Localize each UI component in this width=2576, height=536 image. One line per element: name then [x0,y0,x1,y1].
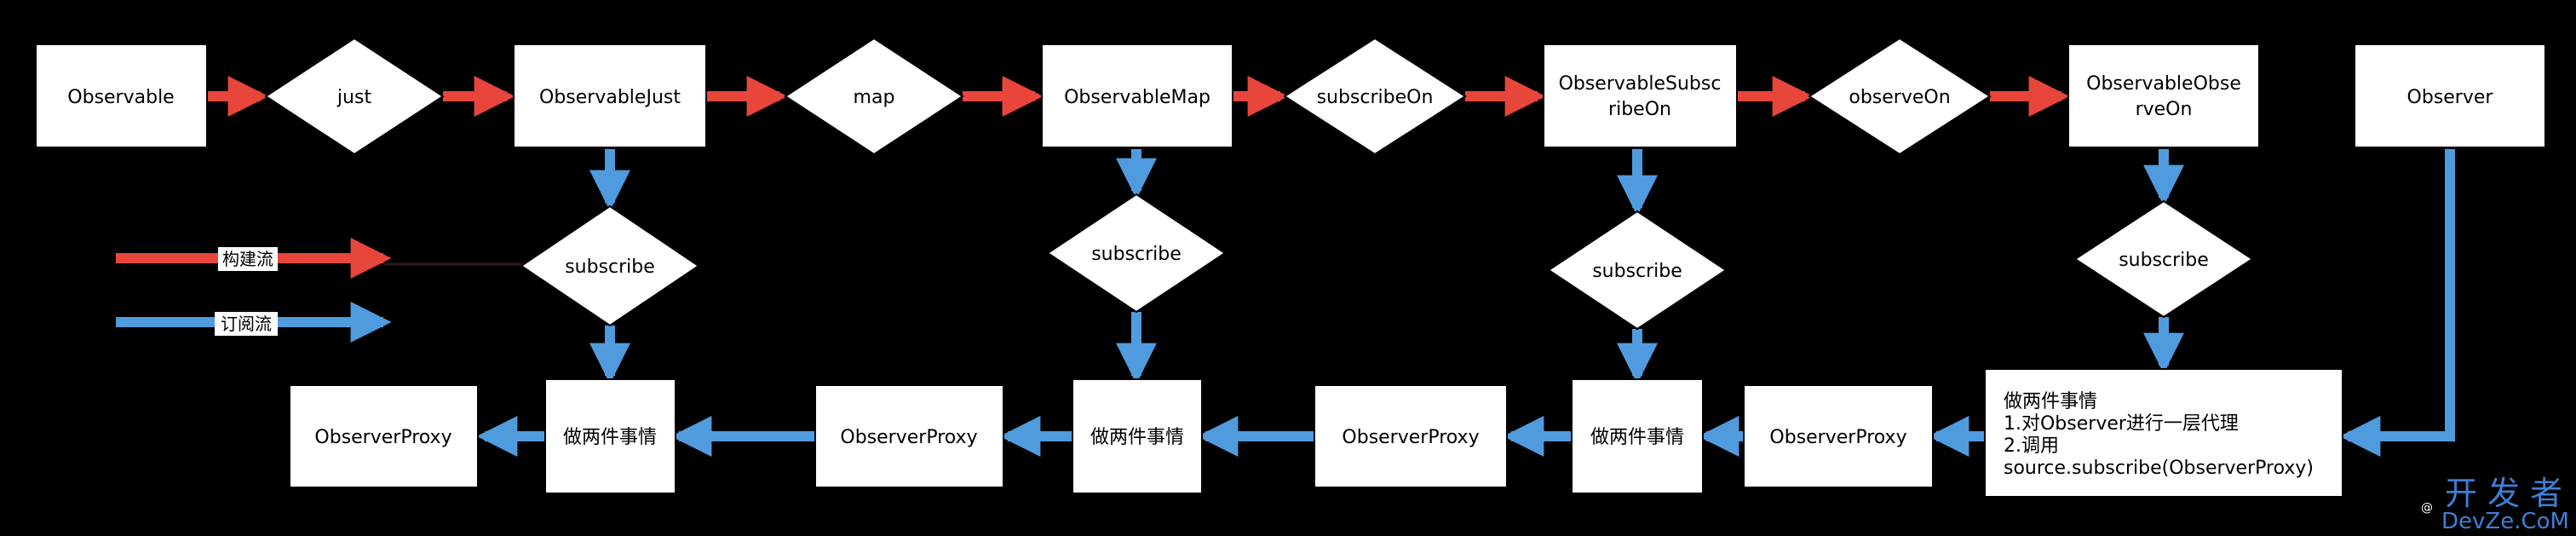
node-observerproxy-1-label: ObserverProxy [314,427,451,448]
node-observerproxy-2-label: ObserverProxy [840,427,977,448]
node-observerproxy-2: ObserverProxy [814,384,1004,488]
node-observer: Observer [2354,43,2546,148]
node-observerproxy-3-label: ObserverProxy [1342,427,1479,448]
watermark-line2: DevZe.CoM [2441,509,2569,534]
watermark: @ 开 发 者 DevZe.CoM [2418,475,2569,534]
node-subscribe-2-label: subscribe [1091,244,1182,265]
node-detail-box-line1: 做两件事情 [2004,391,2097,412]
node-subscribe-1-label: subscribe [565,256,655,278]
node-detail-box-line4: source.subscribe(ObserverProxy) [2004,458,2314,479]
node-dothings-2: 做两件事情 [1072,378,1203,494]
node-observable-label: Observable [67,87,174,108]
node-detail-box-line3: 2.调用 [2004,435,2059,457]
node-dothings-1-label: 做两件事情 [563,427,657,448]
node-subscribe-1: subscribe [520,205,700,327]
node-subscribeon-label: subscribeOn [1317,87,1434,108]
node-subscribe-3: subscribe [1547,210,1728,331]
node-observablemap: ObservableMap [1041,43,1233,148]
node-map: map [784,37,964,156]
node-observerproxy-4: ObserverProxy [1743,384,1934,488]
node-dothings-2-label: 做两件事情 [1090,427,1184,448]
node-subscribe-4-label: subscribe [2119,250,2209,271]
arrow-observer-to-detail-box [2339,149,2455,457]
node-map-label: map [854,87,895,108]
node-subscribe-2: subscribe [1046,193,1227,314]
node-observablejust: ObservableJust [513,43,707,148]
legend-build-label-bg [218,247,278,271]
node-observerproxy-1: ObserverProxy [289,384,479,488]
node-dothings-3-label: 做两件事情 [1590,427,1684,448]
watermark-line1: 开 发 者 [2445,475,2562,512]
node-subscribeon: subscribeOn [1283,37,1467,156]
node-detail-box-line2: 1.对Observer进行一层代理 [2004,413,2239,435]
node-subscribe-4: subscribe [2073,199,2254,319]
legend-build-label: 构建流 [222,249,273,269]
node-observablemap-label: ObservableMap [1064,87,1210,108]
node-observable: Observable [35,43,208,148]
legend: 构建流 订阅流 [116,238,528,343]
node-observableobserveon-label-line1: ObservableObse [2086,73,2241,95]
subscribe-flow-arrows [476,149,2455,457]
node-observeon: observeOn [1808,37,1992,156]
node-observerproxy-3: ObserverProxy [1314,384,1508,488]
node-observableobserveon: ObservableObse rveOn [2067,43,2260,148]
legend-subscribe-label-bg [215,312,278,336]
node-observablesubscribeon-label-line2: ribeOn [1608,99,1671,120]
watermark-prefix-bg [2418,497,2443,516]
node-subscribe-3-label: subscribe [1592,261,1682,282]
node-observer-label: Observer [2407,87,2494,108]
node-dothings-1: 做两件事情 [544,378,676,494]
node-just-label: just [336,87,372,108]
node-observeon-label: observeOn [1849,87,1950,108]
node-observablesubscribeon: ObservableSubsc ribeOn [1543,43,1738,148]
legend-subscribe-label: 订阅流 [221,314,272,334]
node-just: just [264,37,445,156]
node-observablejust-label: ObservableJust [539,87,681,108]
node-dothings-3: 做两件事情 [1571,378,1704,494]
watermark-prefix: @ [2421,501,2433,515]
node-observerproxy-4-label: ObserverProxy [1769,427,1906,448]
node-observablesubscribeon-label-line1: ObservableSubsc [1559,73,1722,95]
node-detail-box: 做两件事情 1.对Observer进行一层代理 2.调用 source.subs… [1984,368,2343,498]
node-observableobserveon-label-line2: rveOn [2136,99,2193,120]
